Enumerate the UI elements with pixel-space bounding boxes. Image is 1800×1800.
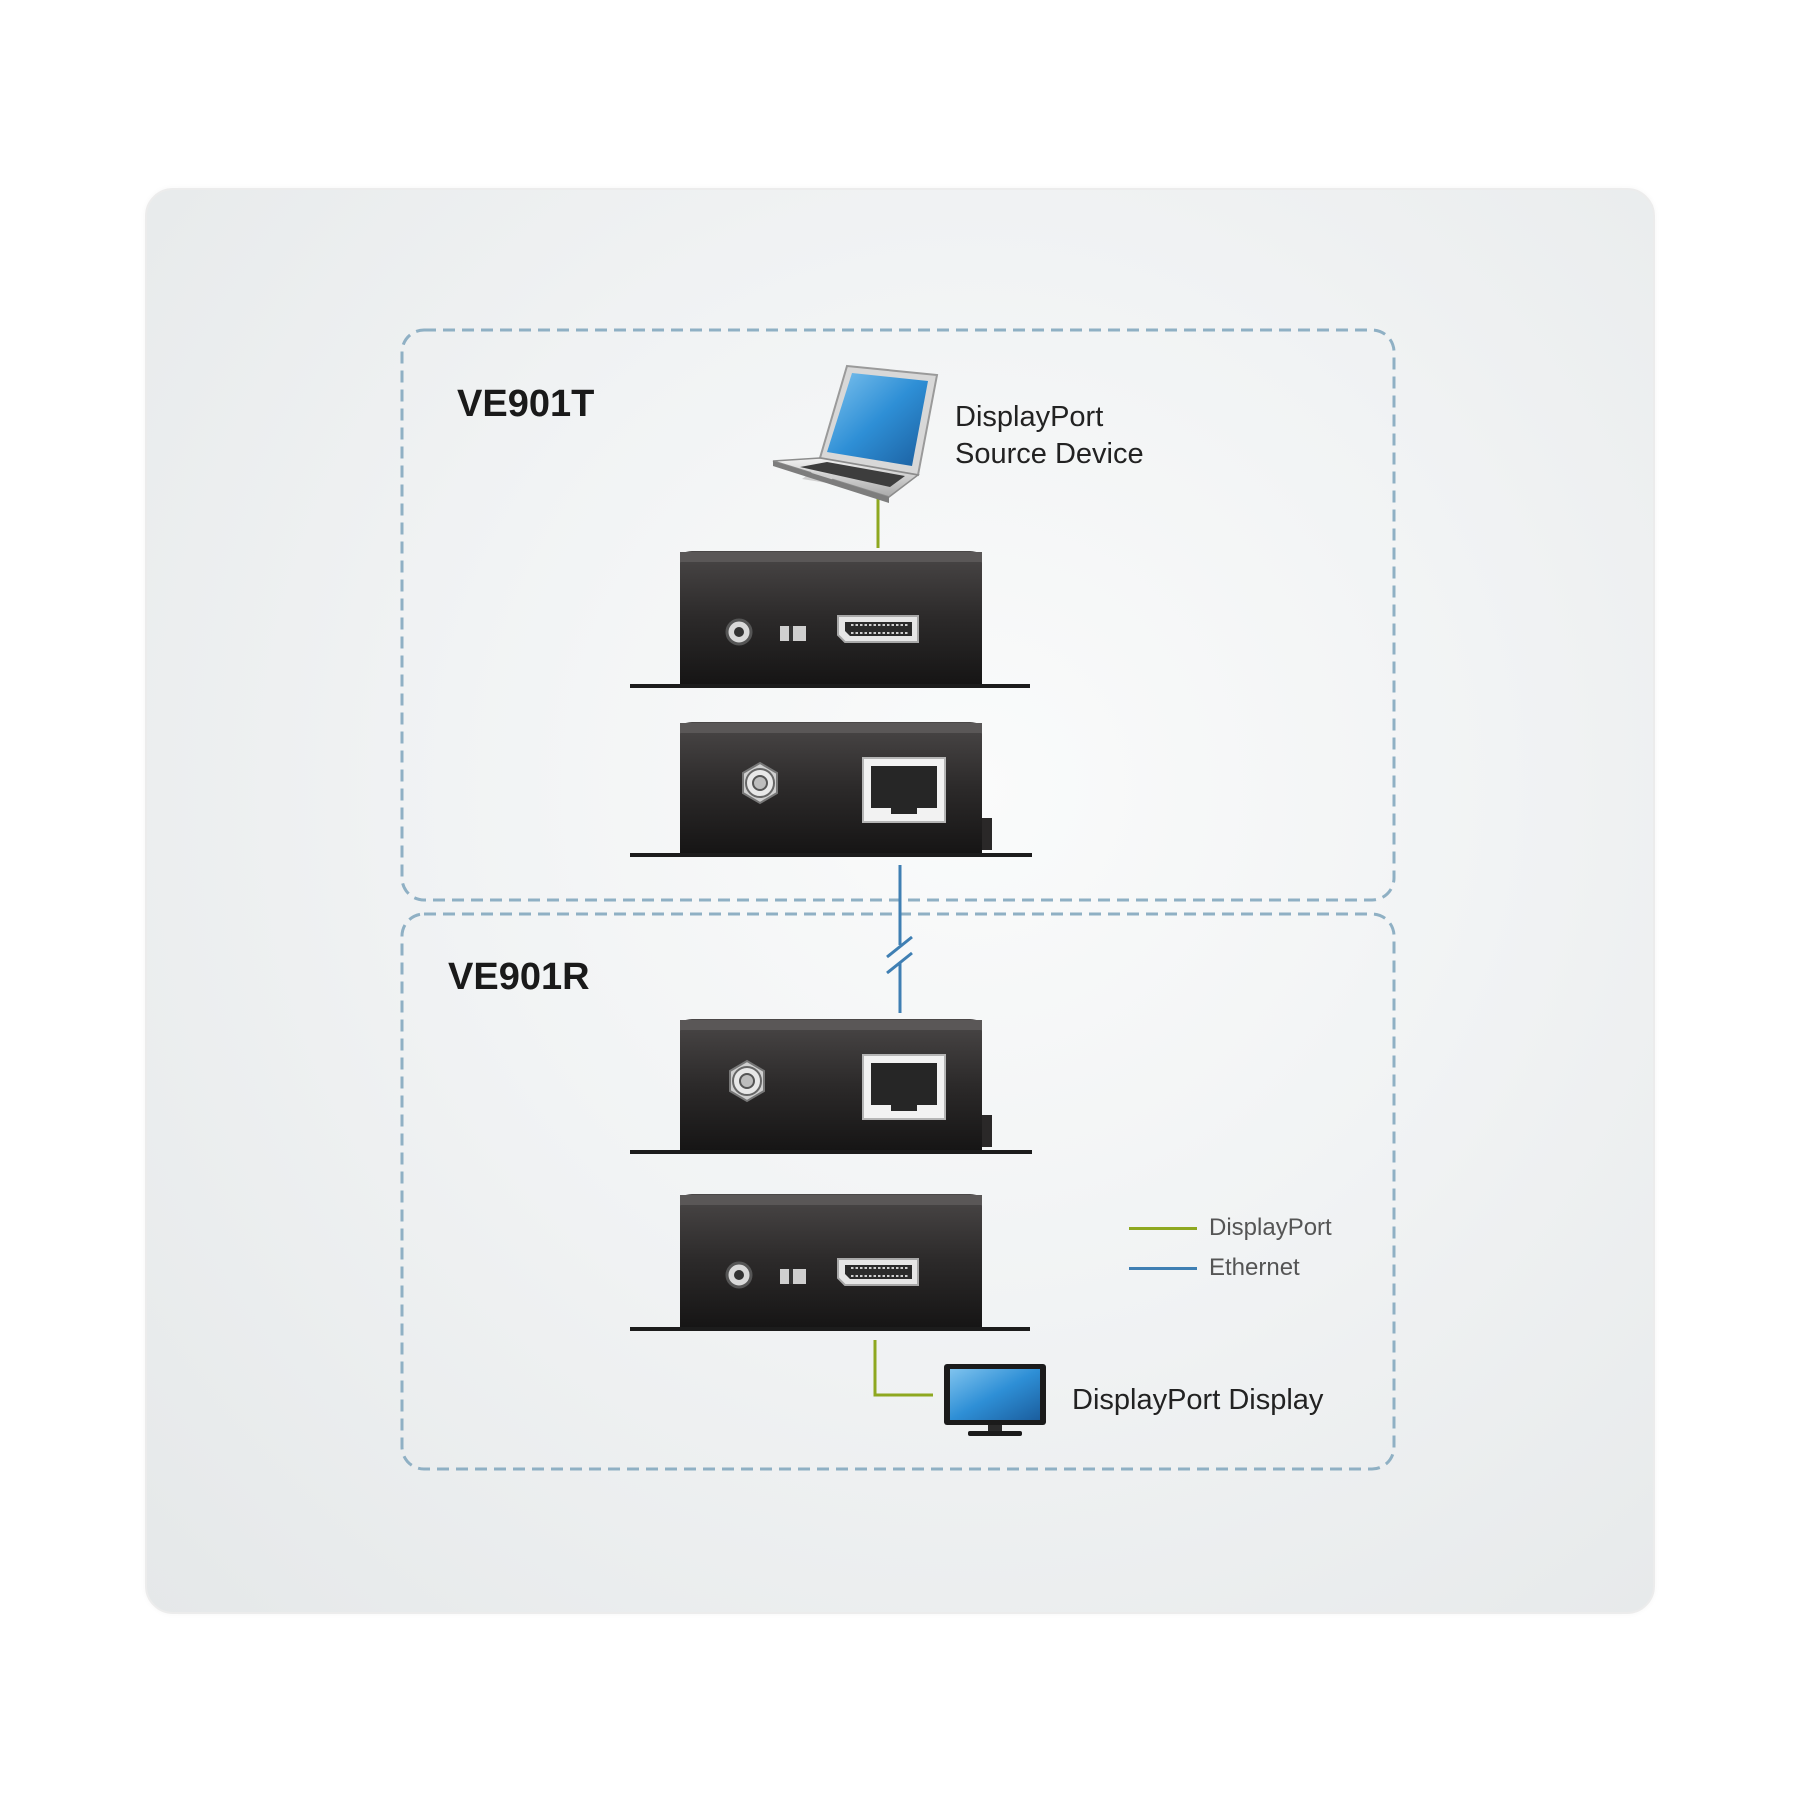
power-connector-icon [742,761,778,805]
source-device-label: DisplayPort Source Device [955,401,1144,470]
laptop-icon [772,364,939,503]
rj45-port-icon [862,757,946,823]
power-connector-icon [729,1059,765,1103]
transmitter-group-box [400,328,1396,902]
ve901r-front-unit [630,1194,1030,1331]
display-label: DisplayPort Display [1072,1384,1324,1416]
monitor-icon [944,1364,1046,1436]
ve901r-rear-unit [630,1019,1032,1154]
ve901t-front-unit [630,551,1030,688]
legend-item-displayport: DisplayPort [1129,1213,1332,1243]
receiver-title: VE901R [448,956,590,998]
receiver-group-box [400,912,1396,1471]
ve901t-rear-unit [630,722,1032,857]
legend-item-ethernet: Ethernet [1129,1253,1300,1283]
switch-icon [780,626,806,641]
displayport-cable-display [873,1340,933,1397]
displayport-port-icon [837,1258,919,1286]
switch-icon [780,1269,806,1284]
ethernet-cable [886,865,913,1013]
legend-swatch-displayport [1129,1226,1197,1230]
rj45-port-icon [862,1054,946,1120]
transmitter-title: VE901T [457,383,595,425]
displayport-port-icon [837,615,919,643]
legend-swatch-ethernet [1129,1266,1197,1270]
